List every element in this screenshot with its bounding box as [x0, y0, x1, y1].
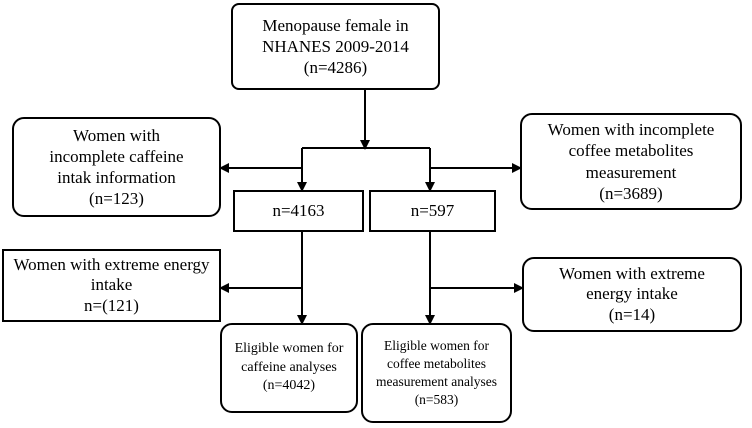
node-excl-coffee-line-3: measurement	[585, 162, 677, 182]
node-n-caffeine: n=4163	[233, 190, 364, 232]
node-excl-caffeine: Women with incomplete caffeine intak inf…	[12, 117, 221, 217]
node-root: Menopause female in NHANES 2009-2014 (n=…	[231, 3, 440, 90]
node-final-caffeine: Eligible women for caffeine analyses (n=…	[220, 323, 358, 413]
node-final-coffee: Eligible women for coffee metabolites me…	[361, 323, 512, 423]
node-n-caffeine-line-1: n=4163	[272, 201, 325, 221]
node-excl-caffeine-line-1: Women with	[73, 125, 160, 145]
node-excl-caffeine-line-4: (n=123)	[89, 189, 144, 209]
node-excl-caffeine-line-2: incomplete caffeine	[49, 146, 184, 166]
node-excl-energy-left-line-2: intake	[90, 275, 133, 295]
node-final-coffee-line-4: (n=583)	[414, 392, 459, 408]
node-excl-energy-left: Women with extreme energy intake n=(121)	[2, 249, 221, 322]
node-final-caffeine-line-2: caffeine analyses	[241, 359, 337, 375]
node-n-coffee: n=597	[369, 190, 496, 232]
node-root-line-3: (n=4286)	[303, 58, 368, 78]
node-excl-coffee-line-4: (n=3689)	[599, 183, 663, 203]
node-excl-coffee: Women with incomplete coffee metabolites…	[520, 113, 742, 210]
node-n-coffee-line-1: n=597	[410, 201, 455, 221]
node-excl-caffeine-line-3: intak information	[57, 168, 176, 187]
node-excl-energy-left-line-1: Women with extreme energy	[13, 254, 210, 274]
node-excl-energy-right: Women with extreme energy intake (n=14)	[522, 257, 742, 332]
node-final-coffee-line-2: coffee metabolites	[386, 355, 487, 371]
node-final-coffee-line-3: measurement analyses	[375, 374, 498, 389]
node-root-line-1: Menopause female in	[262, 15, 409, 35]
node-excl-energy-right-line-2: energy intake	[586, 284, 678, 304]
node-final-coffee-line-1: Eligible women for	[384, 337, 489, 353]
node-final-caffeine-line-1: Eligible women for	[234, 340, 344, 356]
node-excl-energy-right-line-1: Women with extreme	[559, 263, 705, 283]
node-excl-coffee-line-2: coffee metabolites	[568, 141, 694, 161]
node-final-caffeine-line-3: (n=4042)	[262, 378, 316, 394]
node-excl-energy-right-line-3: (n=14)	[608, 304, 656, 324]
node-excl-coffee-line-1: Women with incomplete	[547, 120, 715, 139]
node-excl-energy-left-line-3: n=(121)	[84, 295, 139, 315]
node-root-line-2: NHANES 2009-2014	[262, 36, 409, 56]
